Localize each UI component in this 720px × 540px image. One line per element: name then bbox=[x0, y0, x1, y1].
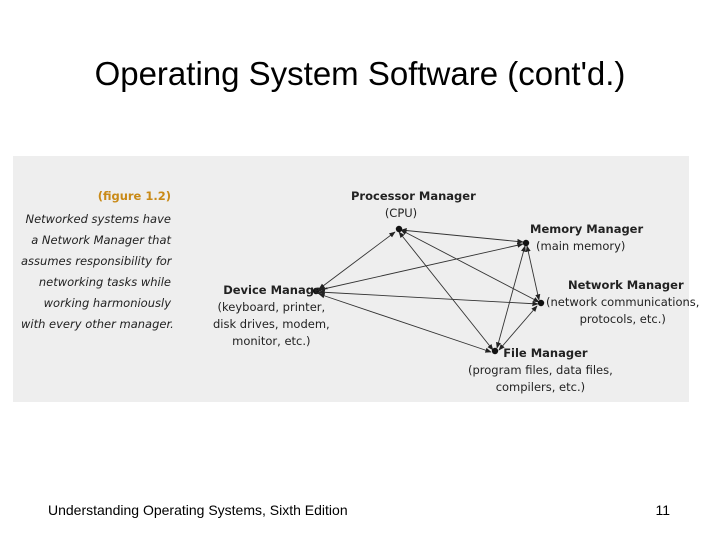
figure-panel: (figure 1.2) Networked systems have a Ne… bbox=[13, 156, 699, 402]
node-name: Network Manager bbox=[568, 278, 684, 292]
link-network-file bbox=[498, 305, 538, 351]
node-detail: (CPU) bbox=[384, 206, 418, 220]
node-file-manager: File Manager (program files, data files,… bbox=[468, 345, 613, 396]
link-device-file bbox=[318, 293, 492, 353]
node-dot-file bbox=[491, 347, 499, 355]
footer-book-title: Understanding Operating Systems, Sixth E… bbox=[48, 502, 348, 518]
node-name: Processor Manager bbox=[351, 189, 476, 203]
link-device-memory bbox=[318, 242, 524, 292]
node-name: Device Manager bbox=[223, 283, 328, 297]
figure-caption: (figure 1.2) Networked systems have a Ne… bbox=[21, 186, 174, 335]
caption-line: assumes responsibility for bbox=[21, 254, 172, 268]
link-processor-file bbox=[398, 231, 494, 351]
node-dot-memory bbox=[522, 239, 530, 247]
caption-line: Networked systems have bbox=[25, 212, 172, 226]
node-detail: (keyboard, printer, bbox=[217, 300, 326, 314]
node-dot-device bbox=[312, 287, 320, 295]
caption-line: working harmoniously bbox=[43, 296, 171, 310]
node-name: File Manager bbox=[503, 346, 588, 360]
node-detail: disk drives, modem, bbox=[213, 317, 330, 331]
slide-title: Operating System Software (cont'd.) bbox=[94, 55, 626, 92]
link-memory-file bbox=[496, 245, 526, 349]
figure-label: (figure 1.2) bbox=[97, 189, 171, 203]
link-device-network bbox=[318, 289, 539, 307]
node-detail: protocols, etc.) bbox=[579, 312, 666, 326]
link-processor-device bbox=[318, 231, 396, 290]
node-detail: compilers, etc.) bbox=[495, 380, 586, 394]
caption-line: a Network Manager that bbox=[31, 233, 171, 247]
node-dot-network bbox=[537, 299, 545, 307]
caption-line: networking tasks while bbox=[38, 275, 171, 289]
node-dot-processor bbox=[395, 225, 403, 233]
link-processor-network bbox=[400, 229, 540, 303]
page-number: 11 bbox=[655, 502, 670, 518]
node-detail: (main memory) bbox=[536, 239, 626, 253]
node-processor-manager: Processor Manager (CPU) bbox=[351, 188, 476, 222]
node-device-manager: Device Manager (keyboard, printer, disk … bbox=[213, 282, 330, 350]
link-memory-network bbox=[525, 245, 541, 301]
node-detail: monitor, etc.) bbox=[232, 334, 311, 348]
caption-line: with every other manager. bbox=[21, 317, 174, 331]
node-name: Memory Manager bbox=[530, 222, 644, 236]
node-network-manager: Network Manager (network communications,… bbox=[546, 277, 699, 328]
node-memory-manager: Memory Manager (main memory) bbox=[530, 221, 643, 255]
link-processor-memory bbox=[400, 228, 524, 244]
manager-network-diagram bbox=[312, 225, 545, 355]
node-detail: (program files, data files, bbox=[468, 363, 613, 377]
node-detail: (network communications, bbox=[546, 295, 700, 309]
